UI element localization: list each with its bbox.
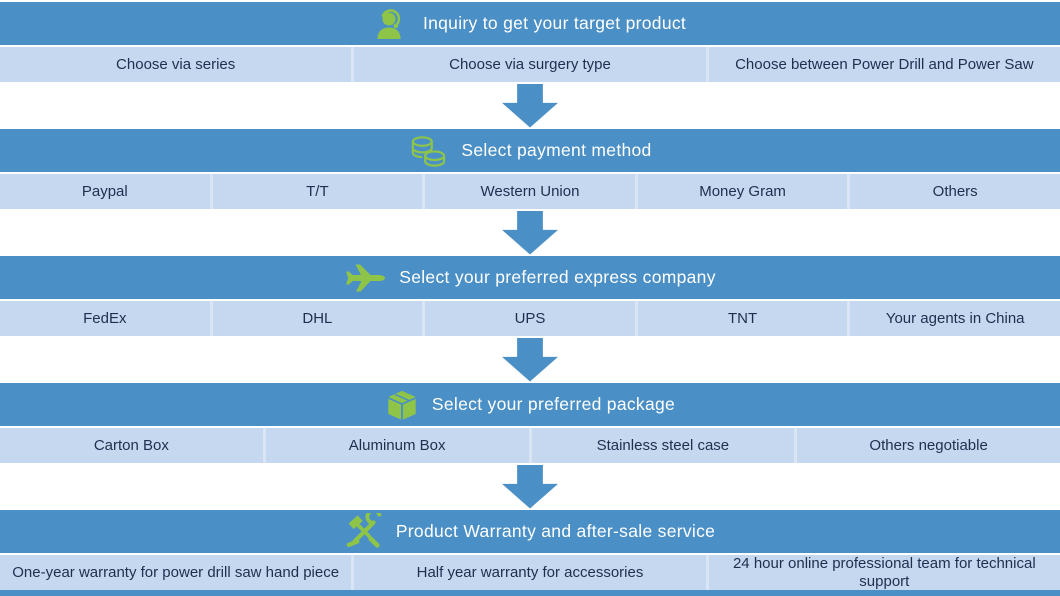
option-cell: Others negotiable (794, 428, 1060, 463)
option-cell: Your agents in China (847, 301, 1060, 336)
divider (0, 299, 1060, 301)
coins-icon (408, 134, 448, 168)
step-4-options: Carton Box Aluminum Box Stainless steel … (0, 428, 1060, 463)
step-1-header: Inquiry to get your target product (0, 2, 1060, 45)
flow-connector (0, 463, 1060, 510)
step-5-header: Product Warranty and after-sale service (0, 510, 1060, 553)
option-cell: Stainless steel case (528, 428, 795, 463)
option-cell: T/T (209, 174, 423, 209)
step-1-options: Choose via series Choose via surgery typ… (0, 47, 1060, 82)
option-cell: Carton Box (93, 436, 169, 454)
package-box-icon (385, 388, 419, 422)
step-4-title: Select your preferred package (431, 394, 676, 414)
option-cell: TNT (634, 301, 848, 336)
top-margin (0, 0, 1060, 2)
option-cell: Aluminum Box (262, 428, 529, 463)
step-3-options: FedEx DHL UPS TNT Your agents in China (0, 301, 1060, 336)
divider (0, 172, 1060, 174)
flow-connector (0, 82, 1060, 129)
divider (0, 426, 1060, 428)
flow-connector (0, 336, 1060, 383)
option-cell: 24 hour online professional team for tec… (705, 555, 1060, 590)
option-cell: UPS (422, 301, 635, 336)
option-cell: Half year warranty for accessories (351, 555, 705, 590)
option-cell: Money Gram (634, 174, 848, 209)
support-agent-icon (374, 6, 410, 42)
step-2-title: Select payment method (461, 140, 652, 160)
step-3-header: Select your preferred express company (0, 256, 1060, 299)
bottom-border (0, 590, 1060, 596)
option-cell: Choose via series (116, 55, 236, 73)
step-2-options: Paypal T/T Western Union Money Gram Othe… (0, 174, 1060, 209)
option-cell: FedEx (83, 309, 127, 327)
option-cell: Others (847, 174, 1060, 209)
tools-icon (345, 512, 383, 551)
option-cell: Western Union (422, 174, 635, 209)
divider (0, 45, 1060, 47)
option-cell: Choose between Power Drill and Power Saw (705, 47, 1060, 82)
option-cell: One-year warranty for power drill saw ha… (12, 563, 340, 581)
step-1-title: Inquiry to get your target product (422, 13, 687, 33)
step-5-options: One-year warranty for power drill saw ha… (0, 555, 1060, 590)
option-cell: Paypal (81, 182, 128, 200)
plane-icon (344, 263, 386, 293)
option-cell: Choose via surgery type (351, 47, 705, 82)
step-2-header: Select payment method (0, 129, 1060, 172)
down-arrow-icon (502, 337, 558, 382)
step-5-title: Product Warranty and after-sale service (395, 521, 716, 541)
step-4-header: Select your preferred package (0, 383, 1060, 426)
down-arrow-icon (502, 83, 558, 128)
down-arrow-icon (502, 210, 558, 255)
down-arrow-icon (502, 464, 558, 509)
flow-connector (0, 209, 1060, 256)
divider (0, 553, 1060, 555)
step-3-title: Select your preferred express company (399, 267, 716, 287)
option-cell: DHL (209, 301, 423, 336)
